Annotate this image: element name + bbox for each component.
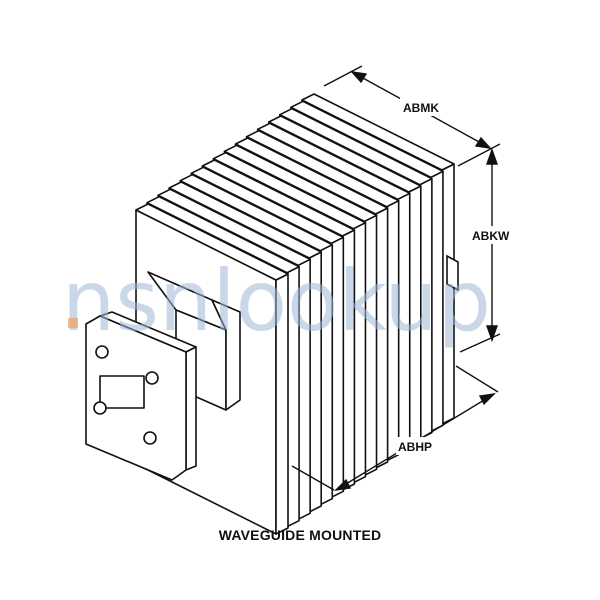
diagram-caption: WAVEGUIDE MOUNTED — [218, 527, 382, 543]
bolt-hole — [145, 371, 159, 385]
dim-label-right-bg — [470, 226, 516, 244]
flange-opening — [99, 375, 145, 409]
arrow-head — [486, 147, 498, 165]
bolt-hole — [143, 431, 157, 445]
arrow-head — [334, 478, 352, 491]
fin-top — [135, 203, 289, 281]
watermark-dot — [68, 318, 78, 328]
waveguide-flange — [85, 311, 197, 481]
side-tab — [446, 254, 459, 292]
arrow-head — [486, 325, 498, 343]
arrow-head — [474, 136, 492, 149]
dim-label-top-bg — [400, 98, 442, 116]
arrow-head — [350, 71, 368, 84]
watermark-text: nsnlookup — [62, 252, 491, 350]
bolt-hole — [93, 401, 107, 415]
mounting-block — [147, 271, 241, 411]
dim-label-bottom-bg — [396, 437, 438, 455]
dim-label-bottom: ABHP — [398, 440, 432, 454]
watermark-layer: nsnlookup — [62, 252, 491, 350]
dim-label-right: ABKW — [472, 229, 510, 243]
dim-label-top: ABMK — [403, 101, 439, 115]
bolt-hole — [95, 345, 109, 359]
arrow-head — [478, 393, 496, 406]
